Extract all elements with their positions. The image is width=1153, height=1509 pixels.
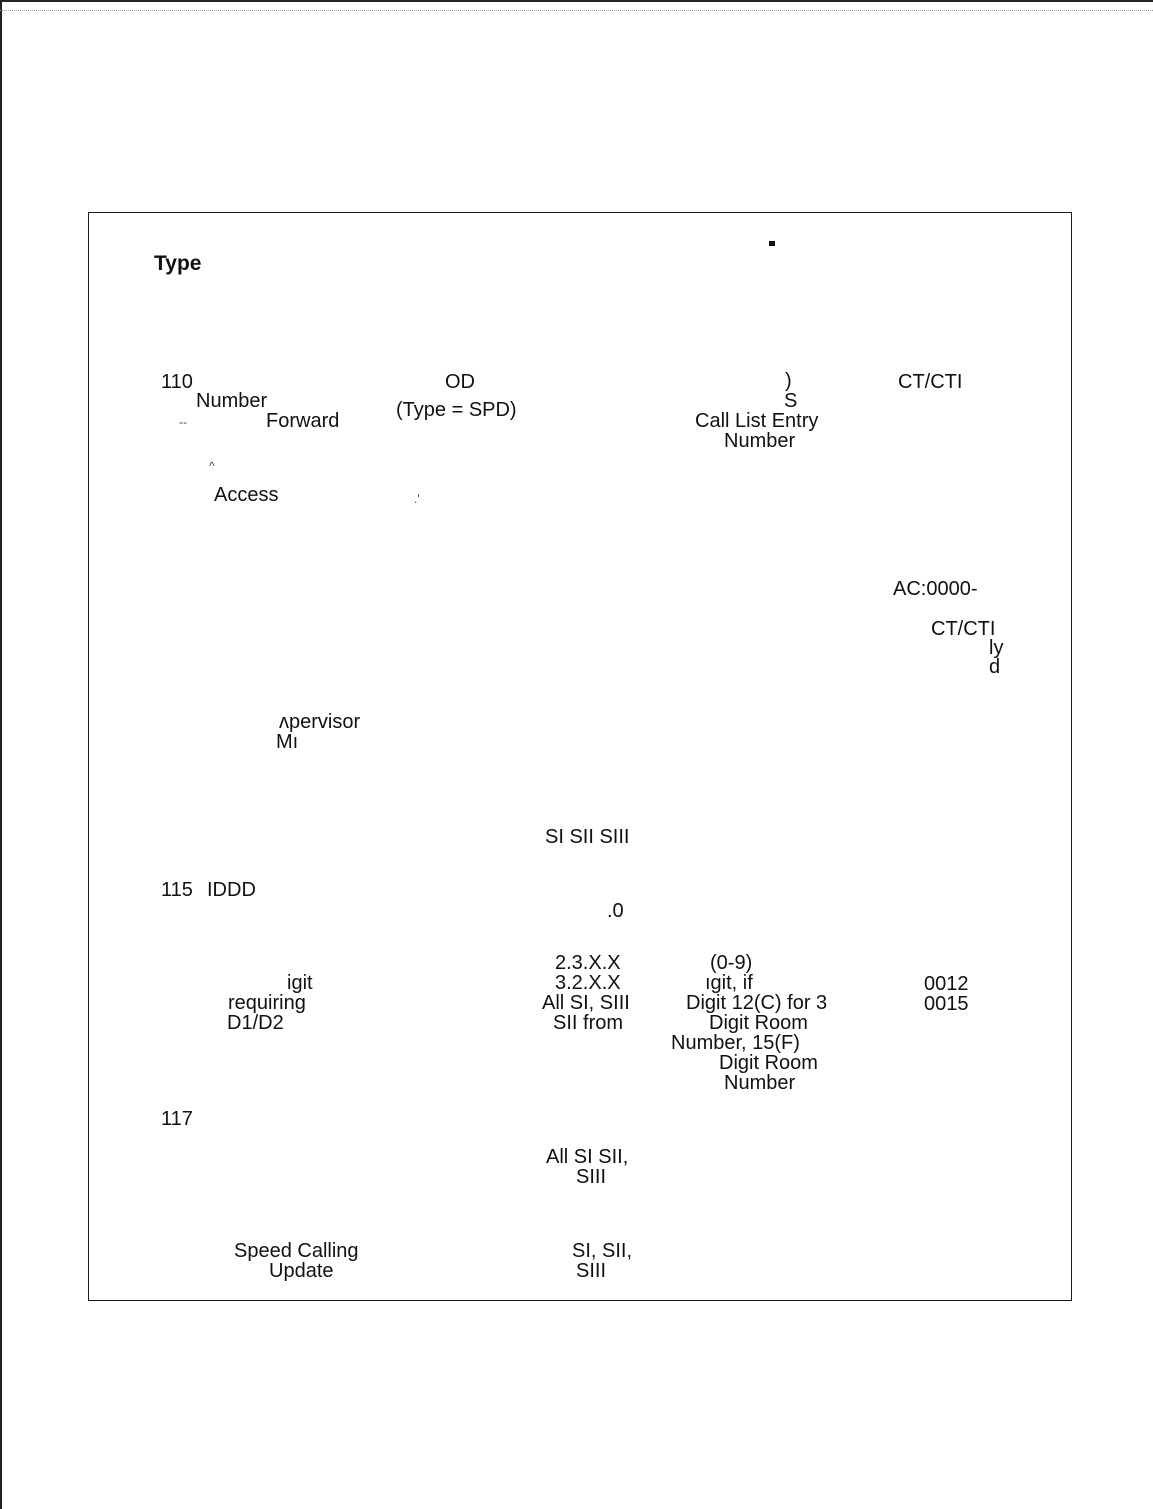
row-110-range-line-3: Call List Entry [695, 410, 819, 432]
row-115-desc-line-1: igit [287, 972, 313, 994]
speed-calling-feature-line-2: Update [269, 1260, 334, 1282]
row-115-range-line-4: Digit Room [709, 1012, 808, 1034]
row-115-range-line-1: (0-9) [710, 952, 753, 974]
row-117-code: 117 [161, 1108, 193, 1130]
row-110-feature-line-2: Forward [266, 410, 340, 432]
row-110-systems: SI SII SIII [545, 826, 630, 848]
row-110-extra-line-2: CT/CTI [931, 618, 996, 640]
row-115-range-line-7: Number [724, 1072, 796, 1094]
page-left-edge [0, 0, 2, 1509]
row-115-version-line-4: SII from [553, 1012, 624, 1034]
row-110-applies: CT/CTI [898, 371, 963, 393]
row-115-code: 115 [161, 879, 193, 901]
row-115-desc-line-2: requiring [228, 992, 306, 1014]
page-top-edge [0, 0, 1153, 2]
row-110-extra-line-1: AC:0000- [893, 578, 978, 600]
row-115-value-1: 0012 [924, 973, 969, 995]
row-115-digit-label: .0 [607, 900, 624, 922]
speed-calling-systems-line-1: SI, SII, [572, 1240, 633, 1262]
row-110-scan-mark-3: .' [414, 492, 420, 506]
row-110-supervisor-line-2: Mı [276, 731, 299, 753]
speed-calling-systems-line-2: SIII [576, 1260, 607, 1282]
row-110-scan-mark: -- [179, 415, 187, 429]
row-115-range-line-3: Digit 12(C) for 3 [686, 992, 828, 1014]
row-110-extra-line-4: d [989, 656, 1001, 678]
row-110-range-line-1: ) [785, 370, 792, 392]
scan-noise-line [0, 10, 1153, 15]
row-115-desc-line-3: D1/D2 [227, 1012, 284, 1034]
row-115-version-line-1: 2.3.X.X [555, 952, 621, 974]
row-115-version-line-3: All SI, SIII [542, 992, 630, 1014]
row-115-version-line-2: 3.2.X.X [555, 972, 621, 994]
row-110-type-note: (Type = SPD) [396, 399, 517, 421]
row-115-value-2: 0015 [924, 993, 969, 1015]
row-115-range-line-2: ıgit, if [705, 972, 753, 994]
row-115-range-line-5: Number, 15(F) [671, 1032, 800, 1054]
type-column-header: Type [154, 252, 202, 275]
feature-table-frame [88, 212, 1072, 1301]
row-110-range-line-4: Number [724, 430, 796, 452]
row-117-systems-line-1: All SI SII, [546, 1146, 629, 1168]
row-117-systems-line-2: SIII [576, 1166, 607, 1188]
row-110-scan-mark-2: ^ [209, 459, 215, 473]
row-110-range-line-2: S [784, 390, 798, 412]
speed-calling-feature-line-1: Speed Calling [234, 1240, 359, 1262]
stray-dot-mark [769, 241, 775, 246]
row-115-feature: IDDD [207, 879, 256, 901]
row-115-range-line-6: Digit Room [719, 1052, 818, 1074]
row-110-extra-line-3: ly [989, 637, 1004, 659]
row-110-code-format: OD [445, 371, 475, 393]
row-110-code: 110 [161, 371, 193, 393]
row-110-feature-line-3: Access [214, 484, 279, 506]
row-110-feature-line-1: Number [196, 390, 268, 412]
row-110-supervisor-line-1: ʌpervisor [279, 711, 361, 733]
